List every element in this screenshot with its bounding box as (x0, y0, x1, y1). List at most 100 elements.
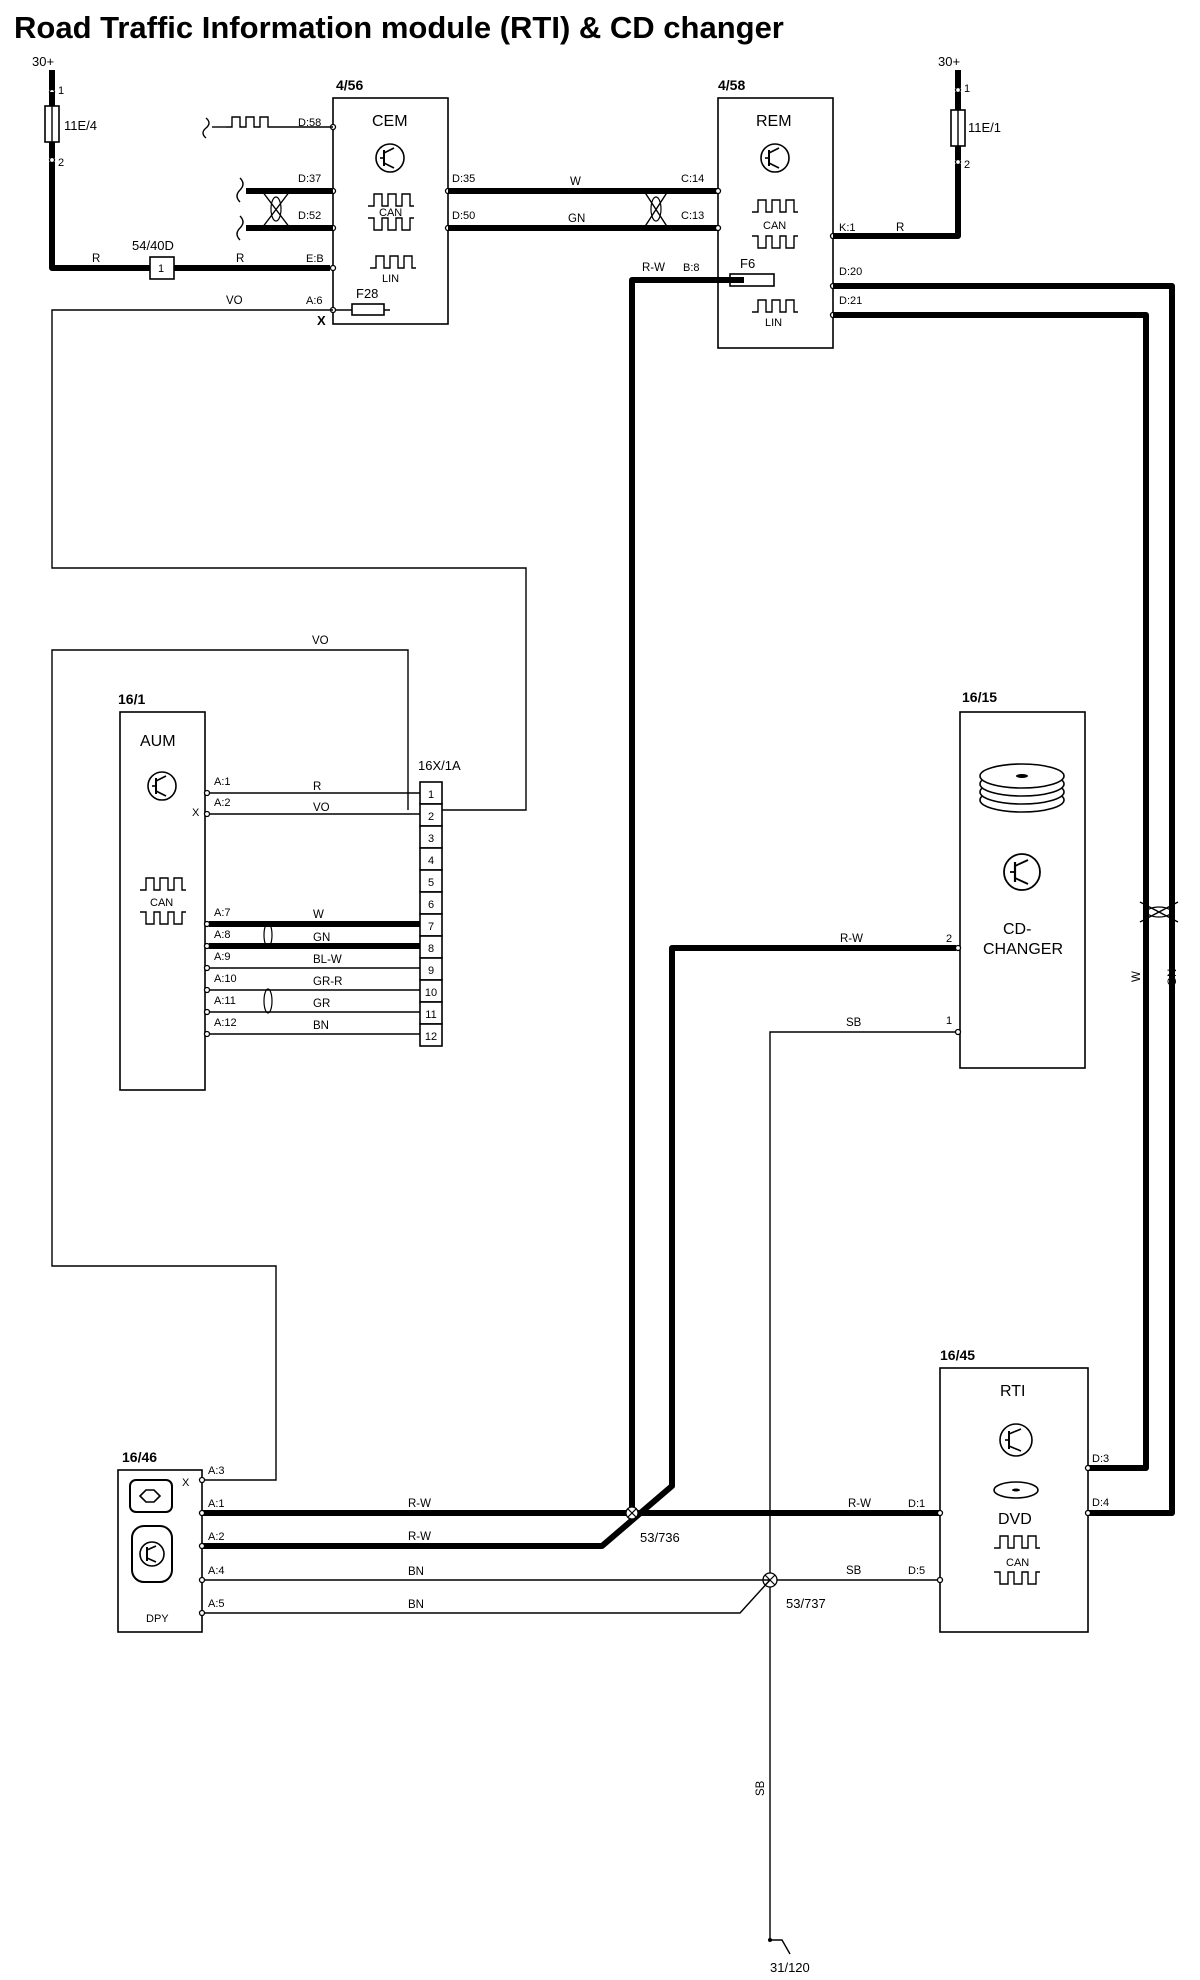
wire-rw-dpy-a2: R-W (408, 1531, 431, 1543)
dpy-pin-a4: A:4 (208, 1565, 225, 1577)
cem-id: 4/56 (336, 77, 363, 93)
transistor-icon (1003, 853, 1041, 891)
aum-box (119, 711, 206, 1091)
cd-changer-name-line2: CHANGER (983, 941, 1063, 958)
disc-stack-icon (979, 763, 1065, 813)
right-30plus-label: 30+ (938, 54, 960, 69)
wire-aum-vo: VO (313, 802, 330, 814)
rem-pin-b8: B:8 (683, 262, 700, 274)
cem-pin-d58: D:58 (298, 117, 321, 129)
left-fuse-label: 11E/4 (64, 118, 97, 133)
connector-pin-label: 4 (428, 855, 434, 867)
cd-changer-id: 16/15 (962, 689, 997, 705)
can-signal-icon (368, 193, 414, 231)
wire-gn-can: GN (568, 213, 585, 225)
vo-wire-cem-to-connector: VO (51, 295, 527, 811)
aum-id: 16/1 (118, 691, 145, 707)
can-signal-icon (140, 877, 186, 925)
rti-pin-d4: D:4 (1092, 1497, 1109, 1509)
wire-rw-rti: R-W (848, 1498, 871, 1510)
rem-module: 4/58 REM CAN F6 LIN C:14 C:13 B:8 K:1 D:… (681, 77, 862, 349)
wire-rw-cd: R-W (840, 933, 863, 945)
transistor-icon (999, 1423, 1033, 1457)
wire-r-right: R (896, 222, 904, 234)
aum-pin-a12: A:12 (214, 1017, 237, 1029)
aum-x-mark: X (192, 807, 200, 819)
wire-r-cem: R (236, 253, 244, 265)
cem-fuse-f28 (351, 303, 385, 316)
splice-53-736-label: 53/736 (640, 1530, 680, 1545)
aum-pin-a9: A:9 (214, 951, 231, 963)
wire-aum-gn: GN (313, 932, 330, 944)
transistor-icon (147, 771, 177, 801)
wire-w-rti: W (1131, 971, 1143, 982)
rti-box (939, 1367, 1089, 1633)
cem-pin-d37: D:37 (298, 173, 321, 185)
cd-changer-name-line1: CD- (1003, 921, 1031, 938)
can-signal-icon (752, 199, 798, 249)
dpy-pin-a2: A:2 (208, 1531, 225, 1543)
cd-changer-pin2: 2 (946, 933, 952, 945)
wire-gn-rti: GN (1167, 969, 1179, 986)
w-gn-wiring: W GN (833, 283, 1179, 1516)
connector-pin-label: 10 (425, 987, 437, 999)
left-fuse-pin1: 1 (58, 85, 64, 97)
wire-vo-loop: VO (312, 635, 329, 647)
rti-pin-d5: D:5 (908, 1565, 925, 1577)
wire-sb-ground: SB (755, 1780, 767, 1796)
cd-changer-module: 16/15 CD- CHANGER 2 1 (946, 689, 1086, 1069)
bn-wiring: BN BN (202, 1566, 771, 1614)
connector-pin-label: 8 (428, 943, 434, 955)
dpy-name: DPY (146, 1613, 169, 1625)
transistor-icon (760, 143, 790, 173)
wire-rw-rem: R-W (642, 262, 665, 274)
rem-pin-d21: D:21 (839, 295, 862, 307)
wire-vo-cem: VO (226, 295, 243, 307)
aum-pin-a7: A:7 (214, 907, 231, 919)
rem-can-label: CAN (763, 220, 786, 232)
connector-pin-label: 2 (428, 811, 434, 823)
lin-signal-icon (370, 255, 416, 269)
cem-can-label: CAN (379, 207, 402, 219)
connector-pin-label: 11 (425, 1009, 436, 1021)
cem-module: 4/56 CEM CAN LIN F28 D:58 D:37 D:52 (298, 77, 475, 328)
rem-pin-d20: D:20 (839, 266, 862, 278)
connector-pin-label: 7 (428, 921, 434, 933)
wire-bn-a4: BN (408, 1566, 424, 1578)
right-power-feed: 30+ 1 11E/1 2 R (833, 54, 1001, 239)
connector-16x1a-label: 16X/1A (418, 758, 461, 773)
transistor-icon (131, 1525, 173, 1583)
right-fuse-label: 11E/1 (968, 120, 1001, 135)
aum-name: AUM (140, 733, 176, 750)
cem-lin-label: LIN (382, 273, 399, 285)
aum-pin-a1: A:1 (214, 776, 231, 788)
vo-wire-aum-to-dpy: VO (51, 635, 409, 1481)
wire-aum-blw: BL-W (313, 954, 342, 966)
dpy-pin-a5: A:5 (208, 1598, 225, 1610)
aum-pin-a2: A:2 (214, 797, 231, 809)
ground-31-120-label: 31/120 (770, 1960, 810, 1975)
splice-53-737-label: 53/737 (786, 1596, 826, 1611)
dpy-module: 16/46 DPY X A:3 A:1 A:2 A:4 A:5 (117, 1449, 225, 1633)
rem-box (717, 97, 834, 349)
sb-ground-wiring: SB SB SB 53/737 31/120 (755, 1017, 956, 1975)
cem-pin-a6: A:6 (306, 295, 323, 307)
wire-sb-cd: SB (846, 1017, 862, 1029)
connector-pin-label: 3 (428, 833, 434, 845)
aum-pin-a8: A:8 (214, 929, 231, 941)
cd-changer-pin1: 1 (946, 1015, 952, 1027)
left-30plus-label: 30+ (32, 54, 54, 69)
aum-pin-a11: A:11 (214, 995, 236, 1007)
right-fuse-pin1: 1 (964, 83, 970, 95)
display-icon (129, 1479, 173, 1513)
cem-fuse-label: F28 (356, 286, 378, 301)
connector-pin-box (419, 1023, 443, 1047)
wire-aum-bn: BN (313, 1020, 329, 1032)
connector-pin-label: 6 (428, 899, 434, 911)
rw-wiring: R-W R-W R-W R-W R-W 53/736 (202, 262, 956, 1549)
rti-id: 16/45 (940, 1347, 975, 1363)
rem-pin-c13: C:13 (681, 210, 704, 222)
connector-54-40d-pin: 1 (158, 263, 164, 275)
cem-x-mark: X (317, 313, 326, 328)
